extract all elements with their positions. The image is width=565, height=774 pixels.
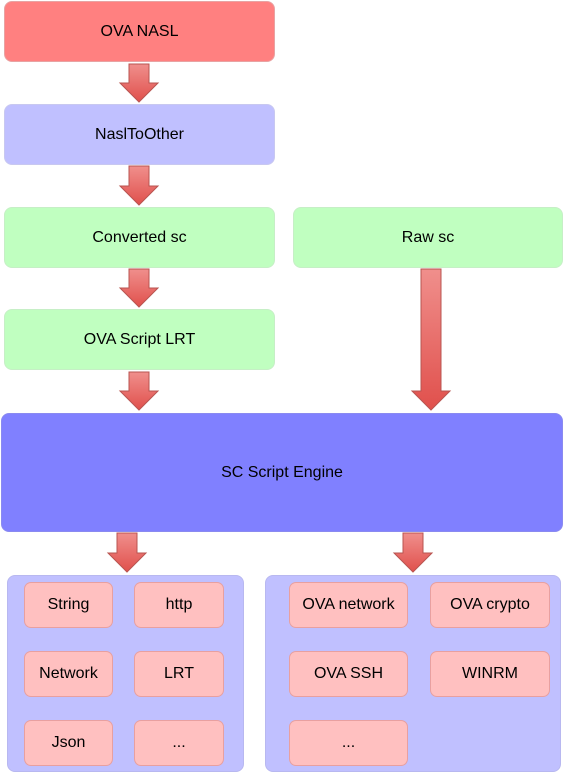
converted-sc-label: Converted sc [92, 228, 187, 246]
ova-nasl-label: OVA NASL [100, 22, 179, 40]
arrow-converted-to-lrt [118, 268, 160, 308]
arrow-raw-to-engine [410, 268, 452, 411]
raw-sc-label: Raw sc [401, 228, 455, 246]
converted-sc-node: Converted sc [4, 207, 275, 268]
sc-script-engine-node: SC Script Engine [1, 413, 563, 532]
module-string: String [24, 582, 113, 628]
module-ova-ssh: OVA SSH [289, 651, 408, 697]
arrow-engine-to-left-group [106, 532, 148, 573]
module-more-right: ... [289, 720, 408, 766]
module-winrm: WINRM [430, 651, 550, 697]
arrow-lrt-to-engine [118, 371, 160, 411]
module-http: http [134, 582, 224, 628]
ova-script-lrt-node: OVA Script LRT [4, 309, 275, 370]
nasl-to-other-label: NaslToOther [95, 125, 184, 143]
arrow-engine-to-right-group [392, 532, 434, 573]
module-network: Network [24, 651, 113, 697]
module-ova-crypto: OVA crypto [430, 582, 550, 628]
sc-script-engine-label: SC Script Engine [221, 463, 343, 481]
module-lrt: LRT [134, 651, 224, 697]
ova-script-lrt-label: OVA Script LRT [83, 330, 196, 348]
arrow-nasl-to-converter [118, 63, 160, 103]
arrow-converter-to-converted [118, 165, 160, 206]
ova-nasl-node: OVA NASL [4, 1, 275, 62]
raw-sc-node: Raw sc [293, 207, 563, 268]
module-json: Json [24, 720, 113, 766]
module-ova-network: OVA network [289, 582, 408, 628]
module-more-left: ... [134, 720, 224, 766]
nasl-to-other-node: NaslToOther [4, 104, 275, 165]
